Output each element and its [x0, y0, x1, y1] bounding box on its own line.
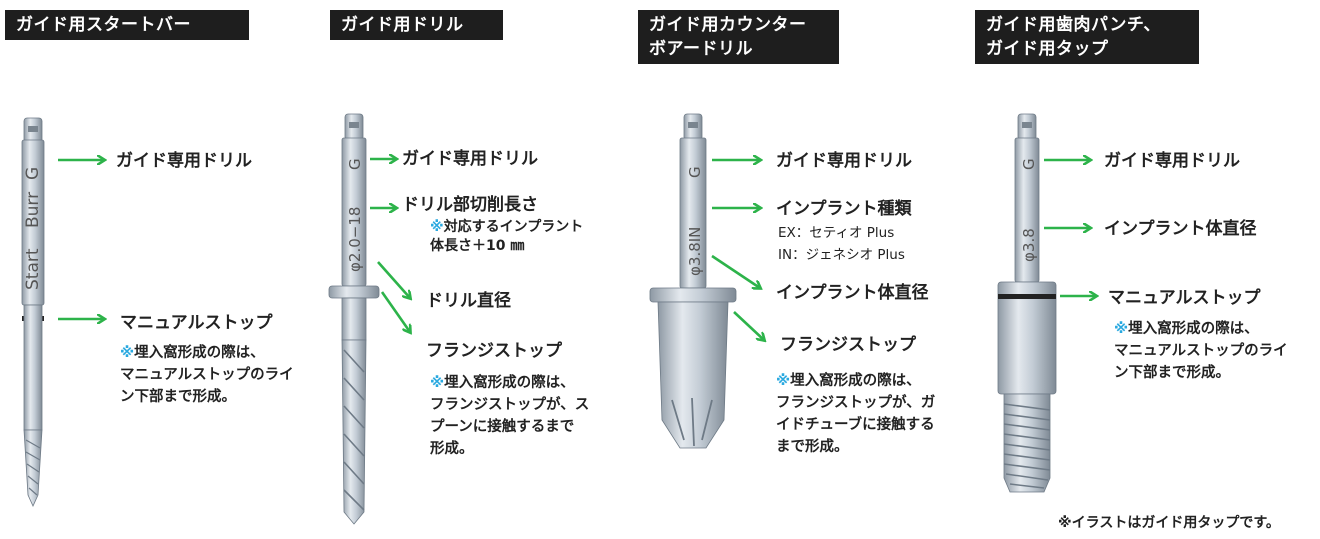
note-tap: ※埋入窩形成の際は、 マニュアルストップのライ ン下部まで形成。 [1114, 321, 1288, 381]
note-guide-drill: ※埋入窩形成の際は、 フランジストップが、ス プーンに接触するまで 形成。 [430, 375, 590, 457]
label-guide-only-drill-4: ガイド専用ドリル [1104, 151, 1240, 171]
label-guide-only-drill-1: ガイド専用ドリル [116, 151, 252, 171]
note-start-burr: ※埋入窩形成の際は、 マニュアルストップのライ ン下部まで形成。 [120, 345, 294, 405]
title-counterbore-drill: ガイド用カウンター ボアードリル [638, 10, 839, 64]
tap-shaft-text: φ3.8 [1020, 228, 1038, 262]
sub-implant-type-ex: EX：セティオ Plus [778, 225, 895, 241]
start-burr-tool: Start Burr G [21, 117, 45, 507]
start-burr-shaft-text: Start [23, 248, 43, 290]
note-counterbore: ※埋入窩形成の際は、 フランジストップが、ガ イドチューブに接触する まで形成。 [776, 373, 936, 455]
counterbore-drill-tool: φ3.8IN G [649, 113, 737, 449]
svg-text:Burr: Burr [23, 192, 43, 228]
svg-text:G: G [1020, 158, 1038, 170]
guide-drill-tool: φ2.0−18 G [328, 113, 380, 525]
svg-text:G: G [686, 166, 704, 178]
label-drill-diameter: ドリル直径 [426, 291, 511, 311]
sub-implant-type-in: IN：ジェネシオ Plus [778, 247, 905, 263]
label-implant-type: インプラント種類 [776, 199, 912, 219]
guide-drill-shaft-text: φ2.0−18 [346, 207, 364, 272]
label-flange-stop-3: フランジストップ [780, 335, 916, 355]
svg-text:G: G [346, 158, 364, 170]
title-guide-drill: ガイド用ドリル [330, 10, 503, 40]
label-implant-diameter-4: インプラント体直径 [1104, 219, 1257, 239]
counterbore-shaft-text: φ3.8IN [686, 227, 704, 276]
title-punch-tap: ガイド用歯肉パンチ、 ガイド用タップ [975, 10, 1199, 64]
callout-arrows [58, 159, 1096, 340]
svg-text:G: G [23, 167, 43, 180]
label-flange-stop-2: フランジストップ [426, 341, 562, 361]
label-guide-only-drill-2: ガイド専用ドリル [402, 149, 538, 169]
label-guide-only-drill-3: ガイド専用ドリル [776, 151, 912, 171]
sub-cutting-length: ※対応するインプラント 体長さ＋10 ㎜ [430, 219, 584, 254]
guide-tap-tool: φ3.8 G [997, 113, 1057, 493]
label-manual-stop-1: マニュアルストップ [120, 313, 273, 333]
label-cutting-length: ドリル部切削長さ [402, 195, 538, 215]
footnote-illustration: ※イラストはガイド用タップです。 [1058, 515, 1280, 531]
label-manual-stop-4: マニュアルストップ [1108, 288, 1261, 308]
title-start-burr: ガイド用スタートバー [5, 10, 249, 40]
label-implant-diameter-3: インプラント体直径 [776, 283, 929, 303]
